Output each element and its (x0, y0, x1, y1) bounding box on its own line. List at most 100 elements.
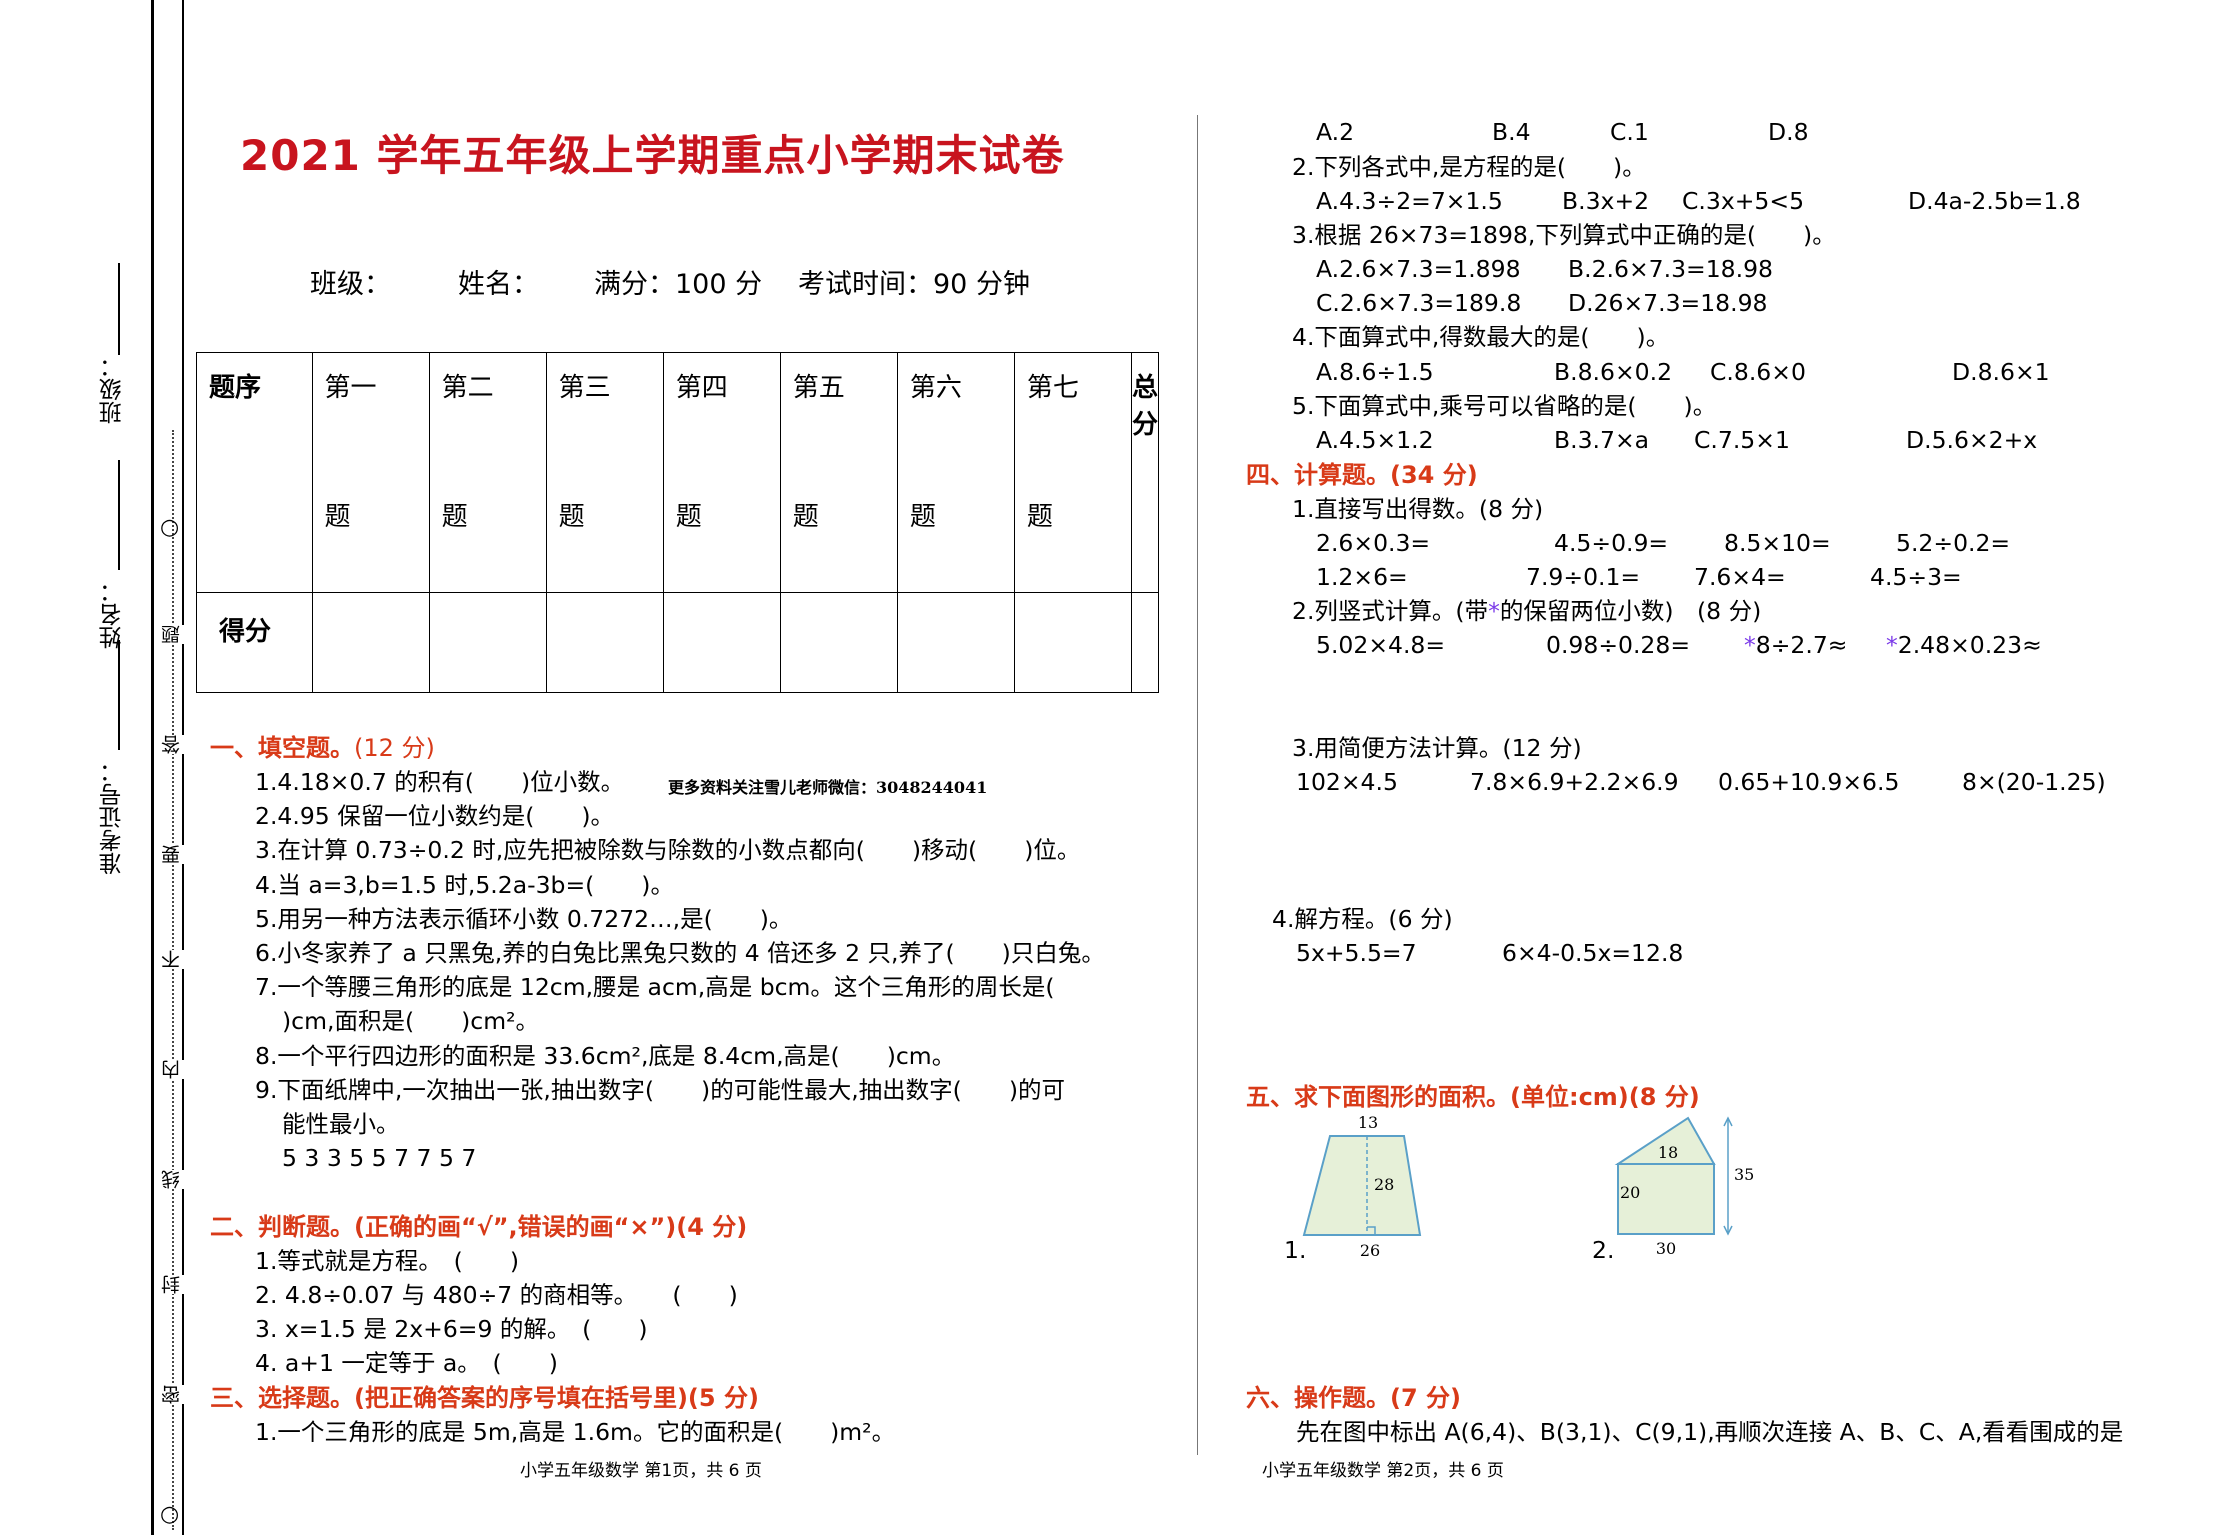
choice-q1-opt-d: D.8 (1768, 118, 1809, 146)
section-6-title: 六、操作题。(7 分) (1246, 1384, 1461, 1412)
fill-q4: 4.当 a=3,b=1.5 时,5.2a-3b=( )。 (255, 871, 674, 899)
col-1-top: 第一 (324, 373, 377, 403)
score-cell-3[interactable] (545, 592, 664, 693)
score-table-col-3: 第三题 (545, 352, 664, 593)
score-cell-5[interactable] (779, 592, 898, 693)
choice-q4-opt-b: B.8.6×0.2 (1554, 358, 1673, 386)
footer-left: 小学五年级数学 第1页，共 6 页 (520, 1461, 762, 1481)
fig2-rect-label: 20 (1620, 1183, 1640, 1202)
score-cell-total[interactable] (1130, 592, 1160, 693)
calc-p1-r1-d: 5.2÷0.2= (1896, 529, 2011, 557)
calc-p3-c: 0.65+10.9×6.5 (1718, 768, 1900, 796)
calc-p1-r1-a: 2.6×0.3= (1316, 529, 1431, 557)
seal-circle-bottom: ○ (160, 1502, 180, 1527)
score-table-total-label: 总分 (1131, 373, 1158, 440)
col-6-bottom: 题 (909, 502, 936, 532)
col-7-top: 第七 (1026, 373, 1079, 403)
choice-q3-opt-a: A.2.6×7.3=1.898 (1316, 255, 1521, 283)
choice-q2-opt-b: B.3x+2 (1562, 187, 1650, 215)
score-table-col-1: 第一题 (311, 352, 430, 593)
seal-char-feng: 封 (158, 1275, 185, 1294)
fill-q7-line2: )cm,面积是( )cm²。 (282, 1007, 540, 1035)
score-cell-1[interactable] (311, 592, 430, 693)
fig2-bottom-label: 30 (1656, 1239, 1676, 1258)
margin-blank-exam-id (118, 640, 120, 750)
calc-p2-d-text: 2.48×0.23≈ (1897, 631, 2042, 659)
choice-q5-opt-b: B.3.7×a (1554, 426, 1650, 454)
col-2-top: 第二 (441, 373, 494, 403)
score-table-col-4: 第四题 (662, 352, 781, 593)
calc-p2-a: 5.02×4.8= (1316, 631, 1446, 659)
fill-q9-line1: 9.下面纸牌中,一次抽出一张,抽出数字( )的可能性最大,抽出数字( )的可 (255, 1076, 1066, 1104)
choice-q1-opt-b: B.4 (1492, 118, 1531, 146)
score-table-total: 总分 (1130, 352, 1160, 593)
calc-p4-b: 6×4-0.5x=12.8 (1502, 939, 1684, 967)
seal-char-ti: 题 (158, 625, 185, 644)
col-5-bottom: 题 (792, 502, 819, 532)
score-table-col-7: 第七题 (1013, 352, 1132, 593)
score-table-score-label: 得分 (219, 617, 272, 647)
figure-trapezoid: 13 28 26 (1302, 1113, 1422, 1260)
choice-q5-opt-d: D.5.6×2+x (1906, 426, 2038, 454)
fill-q1: 1.4.18×0.7 的积有( )位小数。 (255, 768, 625, 796)
section-3-title: 三、选择题。(把正确答案的序号填在括号里)(5 分) (210, 1384, 759, 1412)
choice-q1-opt-a: A.2 (1316, 118, 1355, 146)
calc-p2-c-text: 8÷2.7≈ (1755, 631, 1848, 659)
margin-blank-name (118, 460, 120, 570)
score-cell-2[interactable] (428, 592, 547, 693)
calc-p3-a: 102×4.5 (1296, 768, 1398, 796)
exam-title: 2021 学年五年级上学期重点小学期末试卷 (240, 131, 1065, 180)
calc-p2-text-a: 2.列竖式计算。(带 (1292, 597, 1489, 625)
calc-p2: 2.列竖式计算。(带*的保留两位小数) (8 分) (1292, 594, 1761, 628)
calc-p2-text-b: 的保留两位小数) (8 分) (1499, 597, 1762, 625)
fig2-number: 2. (1592, 1236, 1615, 1264)
choice-q1-opt-c: C.1 (1610, 118, 1649, 146)
fill-q9-line2: 能性最小。 (282, 1110, 400, 1138)
fig1-number: 1. (1284, 1236, 1307, 1264)
fig1-bottom-label: 26 (1360, 1241, 1380, 1260)
judge-q3: 3. x=1.5 是 2x+6=9 的解。 ( ) (255, 1315, 648, 1343)
calc-p1-r1-c: 8.5×10= (1724, 529, 1831, 557)
fig1-top-label: 13 (1358, 1113, 1378, 1132)
info-exam-time: 考试时间：90 分钟 (798, 269, 1030, 300)
section-1-title: 一、填空题。(12 分) (210, 731, 435, 765)
seal-dotted-line (172, 430, 174, 1530)
score-table: 题序 第一题 第二题 第三题 第四题 第五题 第六题 第七题 总分 得分 (196, 352, 1160, 693)
calc-p1-r2-c: 7.6×4= (1694, 563, 1786, 591)
info-full-score: 满分：100 分 (594, 269, 763, 300)
judge-q2: 2. 4.8÷0.07 与 480÷7 的商相等。 ( ) (255, 1281, 738, 1309)
score-cell-6[interactable] (896, 592, 1015, 693)
composite-rect (1617, 1163, 1715, 1235)
margin-label-name: 姓名： (100, 580, 126, 649)
seal-char-xian: 线 (158, 1170, 185, 1189)
seal-char-mi: 密 (158, 1385, 185, 1404)
fig2-total-label: 35 (1734, 1165, 1754, 1184)
score-cell-4[interactable] (662, 592, 781, 693)
col-5-top: 第五 (792, 373, 845, 403)
col-1-bottom: 题 (324, 502, 351, 532)
calc-p4-a: 5x+5.5=7 (1296, 939, 1417, 967)
choice-q2-opt-d: D.4a-2.5b=1.8 (1908, 187, 2081, 215)
calc-p2-c: *8÷2.7≈ (1744, 628, 1847, 662)
score-cell-7[interactable] (1013, 592, 1132, 693)
choice-q2-opt-a: A.4.3÷2=7×1.5 (1316, 187, 1503, 215)
calc-p1-r2-a: 1.2×6= (1316, 563, 1408, 591)
fill-q3: 3.在计算 0.73÷0.2 时,应先把被除数与除数的小数点都向( )移动( )… (255, 836, 1081, 864)
section-1-label: 一、填空题。 (210, 734, 354, 762)
calc-p1-r1-b: 4.5÷0.9= (1554, 529, 1669, 557)
seal-char-nei: 内 (158, 1060, 185, 1079)
dim-arrow-top (1723, 1116, 1733, 1127)
col-4-bottom: 题 (675, 502, 702, 532)
wechat-note: 更多资料关注雪儿老师微信：3048244041 (668, 778, 988, 797)
calc-p2-d: *2.48×0.23≈ (1886, 628, 2042, 662)
choice-q2-opt-c: C.3x+5<5 (1682, 187, 1805, 215)
judge-q1: 1.等式就是方程。 ( ) (255, 1247, 520, 1275)
choice-q1: 1.一个三角形的底是 5m,高是 1.6m。它的面积是( )m²。 (255, 1418, 896, 1446)
col-3-bottom: 题 (558, 502, 585, 532)
footer-right: 小学五年级数学 第2页，共 6 页 (1262, 1461, 1504, 1481)
section-4-title: 四、计算题。(34 分) (1246, 461, 1478, 489)
calc-p3: 3.用简便方法计算。(12 分) (1292, 734, 1582, 762)
fill-q8: 8.一个平行四边形的面积是 33.6cm²,底是 8.4cm,高是( )cm。 (255, 1042, 956, 1070)
star-mark: * (1886, 631, 1898, 659)
col-2-bottom: 题 (441, 502, 468, 532)
